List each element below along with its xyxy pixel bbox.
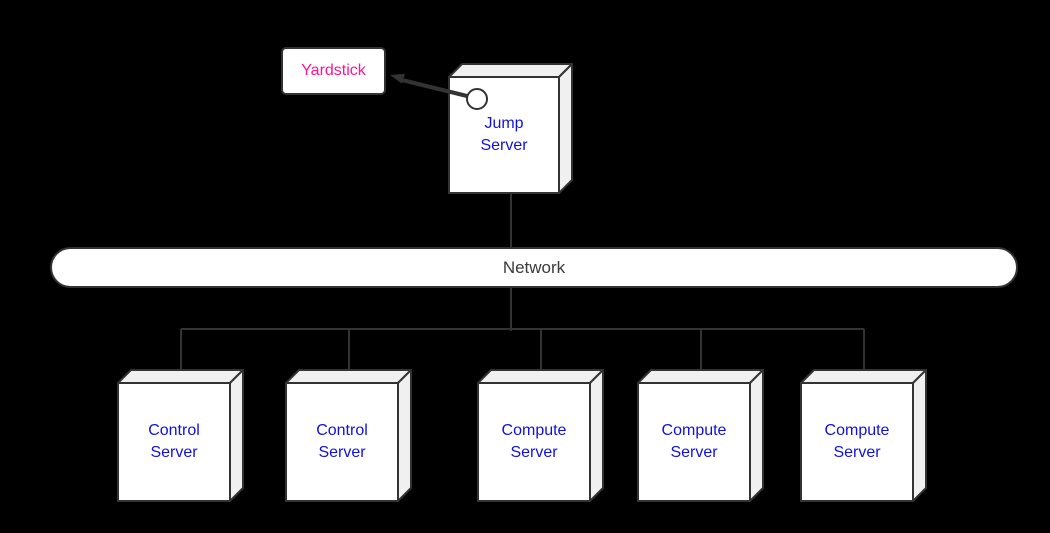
compute-server-2-node: Compute Server (637, 369, 764, 502)
control-server-2-node: Control Server (285, 369, 412, 502)
server-box-shape-icon (117, 369, 244, 502)
yardstick-node: Yardstick (281, 47, 386, 95)
jump-server-label: Jump Server (480, 115, 528, 154)
yardstick-arrowhead-icon (390, 73, 405, 84)
yardstick-arrow-line (401, 78, 468, 98)
compute-server-1-node: Compute Server (477, 369, 604, 502)
compute-server-3-label: Compute Server (824, 422, 890, 461)
control-server-1-label: Control Server (148, 422, 200, 461)
network-label: Network (502, 257, 566, 277)
server-box-shape-icon (285, 369, 412, 502)
jump-server-node: Jump Server (448, 63, 573, 194)
control-server-1-node: Control Server (117, 369, 244, 502)
compute-server-1-label: Compute Server (501, 422, 567, 461)
compute-server-2-label: Compute Server (661, 422, 727, 461)
jump-server-port-circle-icon (466, 88, 488, 110)
compute-server-3-node: Compute Server (800, 369, 927, 502)
yardstick-label: Yardstick (301, 62, 366, 79)
control-server-2-label: Control Server (316, 422, 368, 461)
network-node: Network (50, 247, 1018, 288)
server-box-shape-icon (637, 369, 764, 502)
server-box-shape-icon (477, 369, 604, 502)
server-box-shape-icon (800, 369, 927, 502)
